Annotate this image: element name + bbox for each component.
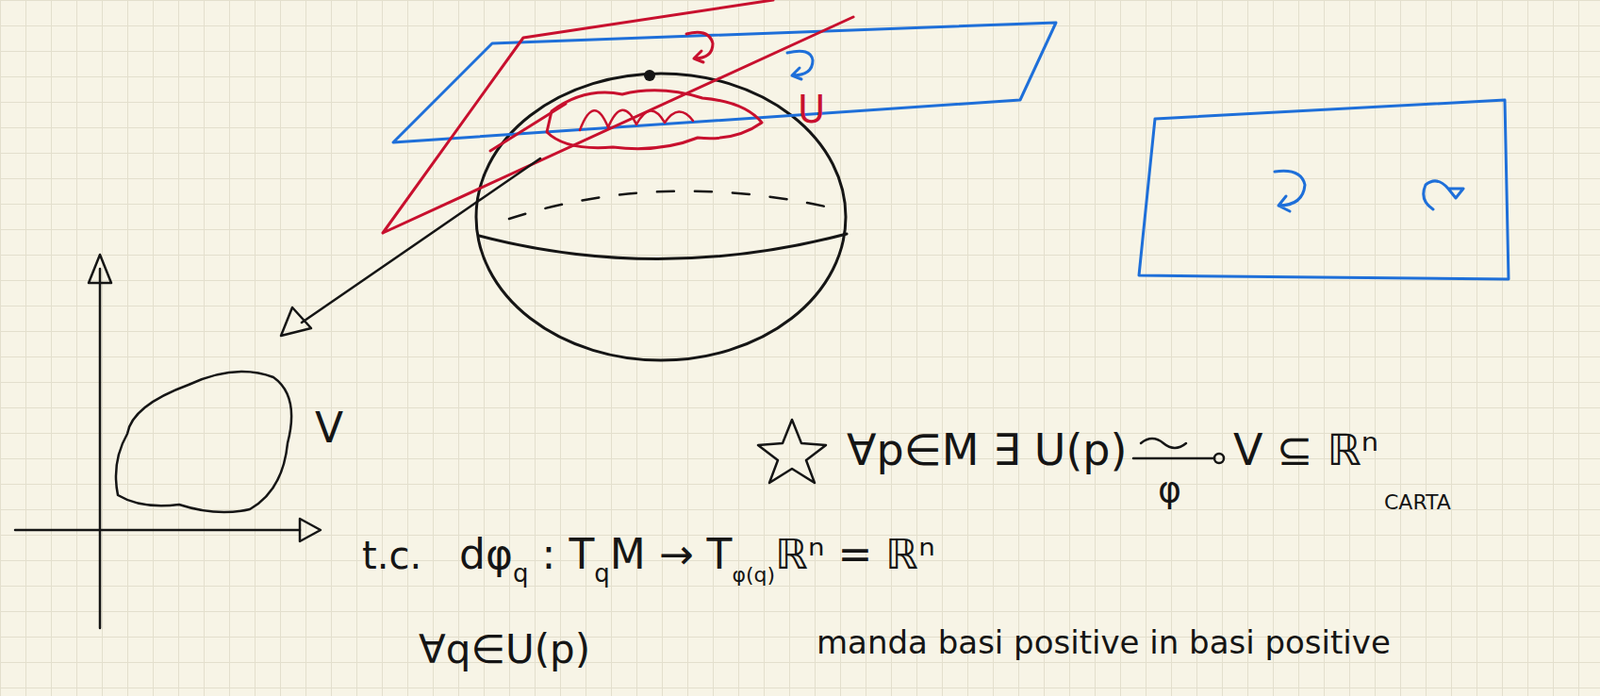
neighbourhood [546,90,762,149]
map-arrow [301,158,541,323]
axis [98,268,102,628]
rotation-arrow [787,50,813,80]
tilted-plane [382,0,854,233]
tilde [1140,438,1187,448]
open-set [115,371,292,512]
statement: ∀p∈M ∃ U(p) [846,428,1128,472]
formula: t.c.dφq: TqM → Tφ(q)ℝⁿ = ℝⁿ [362,533,936,576]
rotation-arrow [1274,170,1305,212]
point [643,69,656,82]
axis [15,528,300,532]
map-arrow [1133,457,1215,461]
formula-part: : T [542,533,595,576]
statement: V ⊆ ℝⁿ [1233,428,1379,472]
back-equator [509,191,830,219]
rotation-arrow [686,32,713,63]
rotation-arrow [1423,181,1464,210]
statement: manda basi positive in basi positive [816,626,1391,659]
star-symbol [758,419,826,483]
equator [478,233,847,260]
map-name: φ [1157,471,1182,508]
arrowhead [299,518,321,542]
chart-plane [1138,99,1509,280]
arrowhead [88,254,112,283]
formula-part: t.c. [362,536,422,575]
formula-part: M → T [610,533,733,576]
subscript: q [512,560,529,586]
subscript: q [593,560,611,586]
note: CARTA [1384,492,1452,513]
subscript: φ(q) [731,564,776,586]
statement: ∀q∈U(p) [418,629,591,670]
set-label: U [797,90,825,129]
formula-part: ℝⁿ = ℝⁿ [775,533,936,576]
hatching [579,110,693,131]
arrowhead [1214,453,1224,463]
formula-part: dφ [459,533,513,576]
set-label: V [314,407,344,449]
arrowhead [280,307,312,336]
